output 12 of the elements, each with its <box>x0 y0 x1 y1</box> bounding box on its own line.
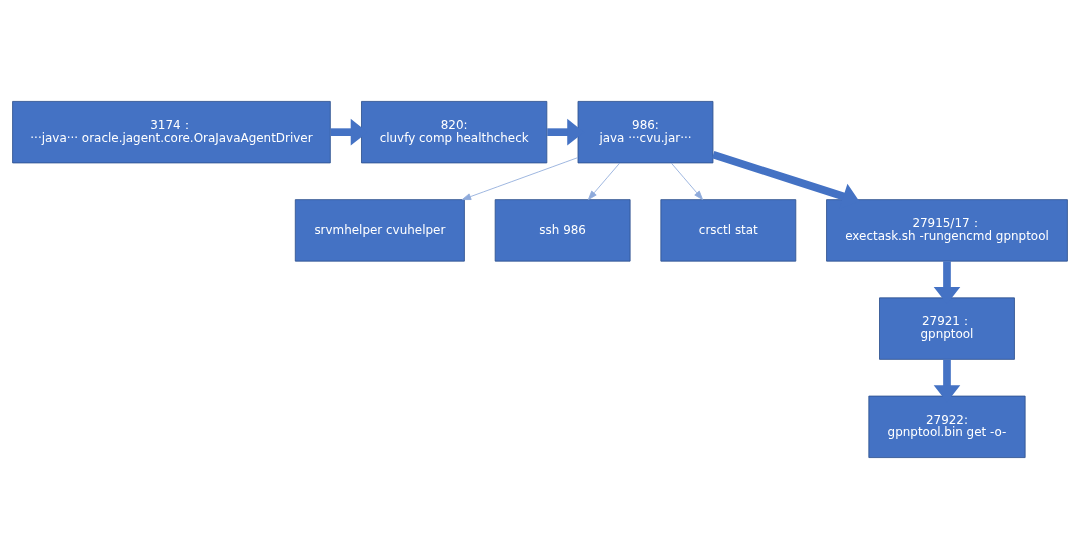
arrow <box>587 162 621 200</box>
node-box: 3174： ···java··· oracle.jagent.core.OraJavaAgentDriver <box>12 100 331 163</box>
node-box: ssh 986 <box>494 198 631 262</box>
node-box: 27922: gpnptool.bin get -o- <box>868 395 1026 458</box>
node-box: srvmhelper cvuhelper <box>294 198 465 262</box>
arrow <box>670 162 703 200</box>
node-box: 27921： gpnptool <box>879 296 1015 360</box>
node-box: 27915/17： exectask.sh -rungencmd gpnptool <box>826 198 1068 262</box>
node-box: crsctl stat <box>660 198 797 262</box>
node-box: 820: cluvfy comp healthcheck <box>361 100 548 163</box>
node-box: 986: java ···cvu.jar··· <box>577 100 714 163</box>
arrow <box>461 156 579 200</box>
